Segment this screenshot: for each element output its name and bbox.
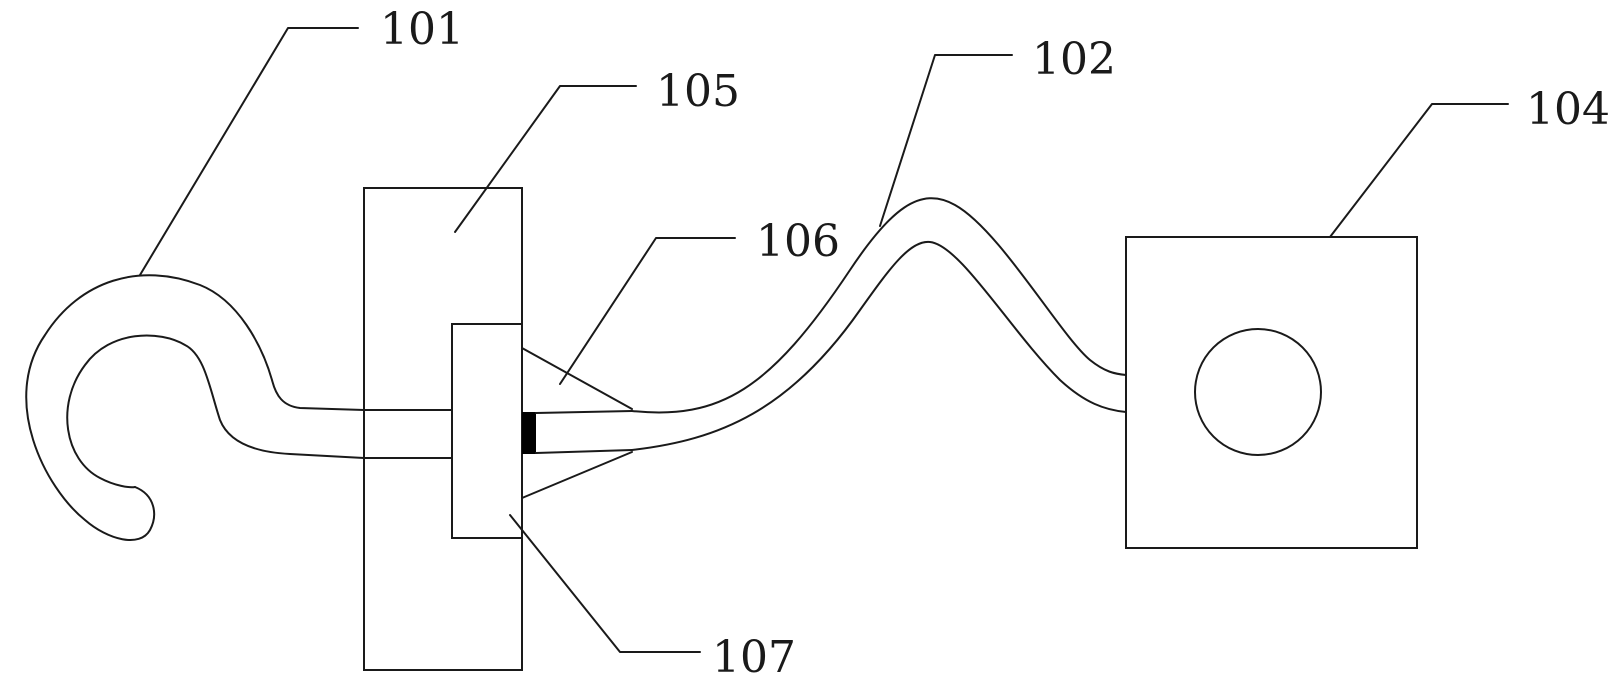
plug-tip <box>522 412 536 454</box>
plug-bottom <box>535 449 633 454</box>
leader-107 <box>509 514 701 653</box>
hose-upper-contour <box>631 197 1127 414</box>
label-105: 105 <box>656 66 740 117</box>
label-101: 101 <box>380 4 464 55</box>
tube-stub <box>363 409 453 459</box>
label-107: 107 <box>712 632 796 679</box>
leader-104 <box>1329 103 1509 238</box>
hook-outer-contour <box>25 274 365 542</box>
label-106: 106 <box>756 216 840 267</box>
hose-102 <box>631 197 1127 451</box>
label-104: 104 <box>1526 84 1610 135</box>
plug-top <box>535 410 633 414</box>
hook-inner-contour <box>66 334 365 489</box>
connector-upper-edge <box>521 347 633 410</box>
label-102: 102 <box>1032 34 1116 85</box>
leader-lines <box>139 27 1509 653</box>
block-107 <box>451 323 523 539</box>
leader-102 <box>879 54 1013 227</box>
device-circle <box>1194 328 1322 456</box>
hook-101 <box>25 274 365 542</box>
leader-106 <box>559 237 736 385</box>
leader-105 <box>454 85 637 233</box>
hose-lower-contour <box>631 240 1127 451</box>
leader-101 <box>139 27 359 276</box>
connector-lower-edge <box>521 451 633 499</box>
connector-106 <box>521 347 633 499</box>
device-104 <box>1125 236 1418 549</box>
